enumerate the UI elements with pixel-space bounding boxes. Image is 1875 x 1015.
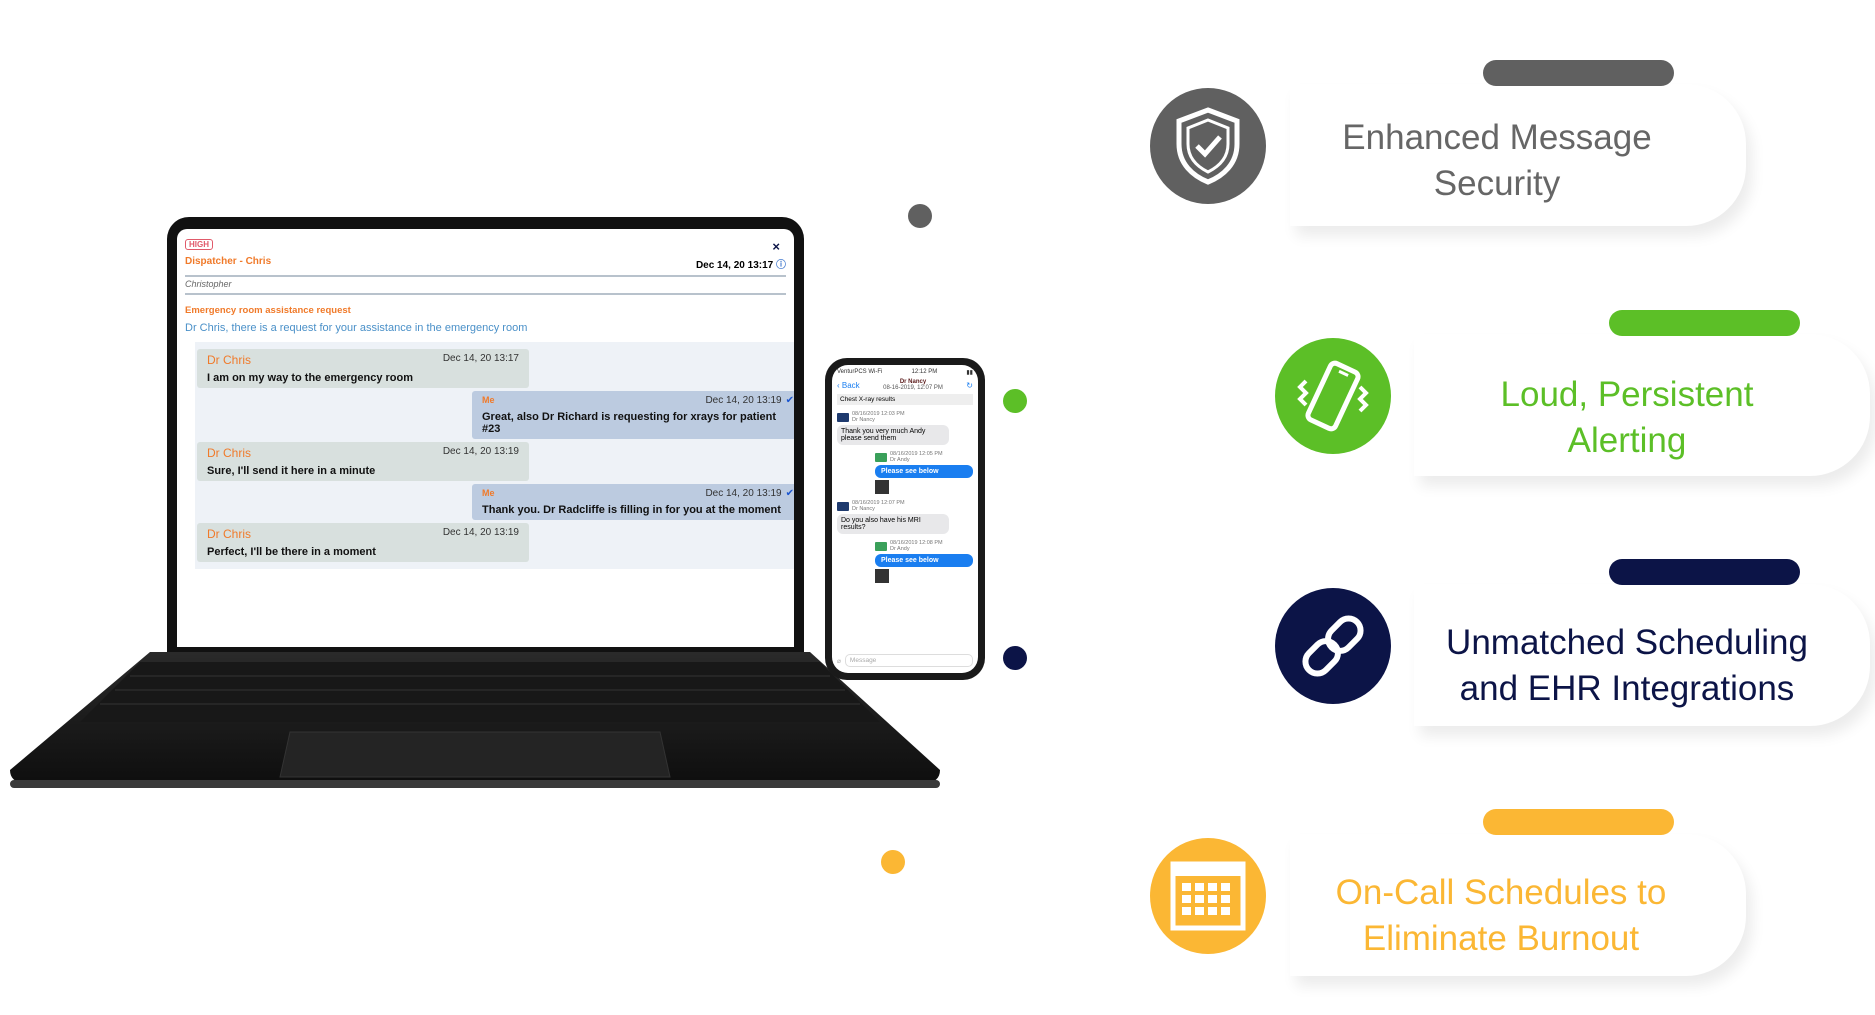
accent-pill xyxy=(1609,310,1800,336)
sender: Dispatcher - Chris xyxy=(185,256,272,267)
chain-link-icon xyxy=(1275,588,1391,704)
feature-card-alerting xyxy=(1414,334,1870,476)
close-button[interactable]: × xyxy=(772,239,780,254)
recipient: Christopher xyxy=(185,279,232,289)
vibrating-phone-icon xyxy=(1275,338,1391,454)
decor-dot-green xyxy=(1003,389,1027,413)
xray-thumbnail[interactable] xyxy=(875,480,889,494)
feature-card-integrations xyxy=(1414,584,1870,726)
accent-pill xyxy=(1483,809,1674,835)
check-icon: ✔ xyxy=(785,488,794,499)
attach-icon[interactable]: ⌀ xyxy=(837,657,841,665)
outgoing-message: Please see below xyxy=(875,465,973,478)
decor-dot-gray xyxy=(908,204,932,228)
message-input[interactable]: Message xyxy=(844,654,973,667)
message-window: HIGH × Dispatcher - Chris Dec 14, 20 13:… xyxy=(177,229,794,647)
info-icon[interactable]: ⓘ xyxy=(776,260,786,271)
timestamp: Dec 14, 20 13:17 ⓘ xyxy=(695,260,786,271)
laptop-keyboard-base xyxy=(10,652,940,788)
laptop: HIGH × Dispatcher - Chris Dec 14, 20 13:… xyxy=(167,217,804,657)
decor-dot-orange xyxy=(881,850,905,874)
subject: Emergency room assistance request xyxy=(185,305,351,316)
battery-icon: ▮▮ xyxy=(966,370,973,376)
envelope-icon xyxy=(875,452,887,462)
accent-pill xyxy=(1483,60,1674,86)
refresh-icon[interactable]: ↻ xyxy=(966,380,973,390)
incoming-message: Do you also have his MRI results? xyxy=(837,514,949,534)
feature-card-security xyxy=(1290,84,1746,226)
envelope-icon xyxy=(837,501,849,511)
message-body: Dr Chris, there is a request for your as… xyxy=(185,322,528,334)
mri-thumbnail[interactable] xyxy=(875,569,889,583)
incoming-message: Thank you very much Andy please send the… xyxy=(837,425,949,445)
envelope-icon xyxy=(837,412,849,422)
priority-badge: HIGH xyxy=(185,239,213,250)
check-icon: ✔ xyxy=(785,395,794,406)
decor-dot-navy xyxy=(1003,646,1027,670)
feature-card-oncall xyxy=(1290,834,1746,976)
calendar-icon xyxy=(1150,838,1266,954)
accent-pill xyxy=(1609,559,1800,585)
outgoing-message: Please see below xyxy=(875,554,973,567)
phone-subject: Chest X-ray results xyxy=(837,394,973,405)
envelope-icon xyxy=(875,541,887,551)
back-button[interactable]: ‹ Back xyxy=(837,380,860,390)
shield-check-icon xyxy=(1150,88,1266,204)
